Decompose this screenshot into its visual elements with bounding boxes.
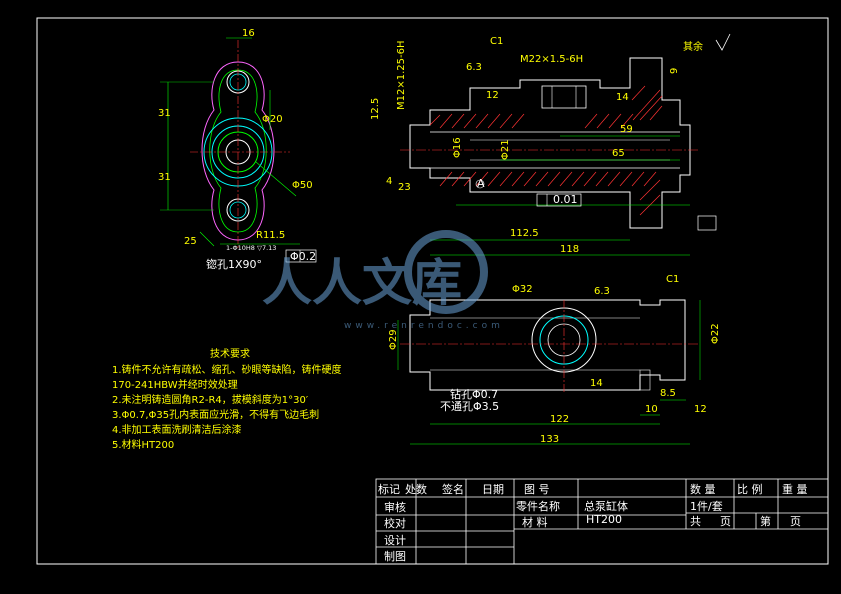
dim-85: 8.5 xyxy=(660,388,676,399)
dim-23: 23 xyxy=(398,182,411,193)
rough-63-bottom: 6.3 xyxy=(594,286,610,297)
tech-req-2: 2.未注明铸造圆角R2-R4，拔模斜度为1°30′ xyxy=(112,393,309,406)
tb-sheet: 第 xyxy=(760,514,771,528)
roughness-rest: 其余 xyxy=(683,40,703,53)
dim-14-top: 14 xyxy=(616,92,629,103)
tb-review: 审核 xyxy=(384,500,406,514)
tb-material-label: 材 料 xyxy=(522,515,548,529)
dim-10: 10 xyxy=(645,404,658,415)
tb-material: HT200 xyxy=(586,513,622,526)
tech-req-3: 3.Φ0.7,Φ35孔内表面应光滑，不得有飞边毛刺 xyxy=(112,408,319,421)
dim-d16: Φ16 xyxy=(452,137,463,158)
tb-scale-label: 比 例 xyxy=(737,482,763,496)
hole-drill: 钻孔Φ0.7 xyxy=(450,387,498,401)
countersink-note: 锪孔1X90° xyxy=(206,258,262,271)
tb-draw: 制图 xyxy=(384,550,406,563)
watermark-text: 人人文库 xyxy=(262,254,462,312)
dim-133: 133 xyxy=(540,434,559,445)
dim-r11: R11.5 xyxy=(256,230,285,241)
dim-31b: 31 xyxy=(158,172,171,183)
dim-m22: M22×1.5-6H xyxy=(520,54,583,65)
tb-weight-label: 重 量 xyxy=(782,482,808,496)
tb-part-name: 总泵缸体 xyxy=(584,499,628,513)
tb-proof: 校对 xyxy=(384,516,406,530)
dim-m12: M12×1.25-6H xyxy=(396,41,407,111)
tb-count: 处数 xyxy=(405,483,427,496)
rough-125: 12.5 xyxy=(370,98,381,120)
tech-req-4: 4.非加工表面洗刷清洁后涂漆 xyxy=(112,423,242,436)
dim-12-top: 12 xyxy=(486,90,499,101)
hole-note: 1-Φ10H8 ▽7.13 xyxy=(226,244,276,252)
tb-mark: 标记 xyxy=(378,482,400,496)
dim-112: 112.5 xyxy=(510,228,539,239)
dim-16-left: 16 xyxy=(242,28,255,39)
tech-req-5: 5.材料HT200 xyxy=(112,438,174,451)
dim-59: 59 xyxy=(620,124,633,135)
left-view xyxy=(160,37,317,263)
pos-tol: Φ0.2 xyxy=(290,250,316,263)
tb-qty-label: 数 量 xyxy=(690,483,716,496)
dim-31a: 31 xyxy=(158,108,171,119)
dim-d32: Φ32 xyxy=(512,284,533,295)
tb-date: 日期 xyxy=(482,483,504,496)
tb-qty-value: 1件/套 xyxy=(690,500,723,513)
section-view xyxy=(400,57,717,256)
dim-14-bottom: 14 xyxy=(590,378,603,389)
dim-d22: Φ22 xyxy=(710,323,721,344)
dim-d21: Φ21 xyxy=(500,139,511,160)
datum-a: A xyxy=(477,177,485,190)
tb-sign: 签名 xyxy=(442,482,464,496)
tb-sheet-page: 页 xyxy=(790,515,801,528)
dim-d20: Φ20 xyxy=(262,114,283,125)
tb-page: 页 xyxy=(720,515,731,528)
dim-d29: Φ29 xyxy=(388,329,399,350)
title-block xyxy=(375,478,829,565)
watermark-url: www.renrendoc.com xyxy=(344,321,504,331)
dim-122: 122 xyxy=(550,414,569,425)
dim-d50: Φ50 xyxy=(292,180,313,191)
dim-118: 118 xyxy=(560,244,579,255)
tech-req-1b: 170-241HBW并经时效处理 xyxy=(112,378,238,391)
dim-25: 25 xyxy=(184,236,197,247)
tech-req-heading: 技术要求 xyxy=(210,347,250,360)
tech-req-1: 1.铸件不允许有疏松、缩孔、砂眼等缺陷，铸件硬度 xyxy=(112,363,342,376)
dim-65: 65 xyxy=(612,148,625,159)
rough-9: 9 xyxy=(669,68,680,74)
tol-001: 0.01 xyxy=(553,193,578,206)
tb-drawing-no: 图 号 xyxy=(524,483,550,496)
roughness-symbol-icon xyxy=(715,33,731,51)
top-view xyxy=(397,299,701,445)
dim-c1-bottom: C1 xyxy=(666,274,679,285)
hole-blind: 不通孔Φ3.5 xyxy=(440,400,499,413)
watermark: 人人文库 www.renrendoc.com xyxy=(262,230,504,331)
tb-total: 共 xyxy=(690,515,701,528)
tb-part-name-label: 零件名称 xyxy=(516,499,560,513)
rough-63-top: 6.3 xyxy=(466,62,482,73)
dim-4: 4 xyxy=(386,176,392,187)
dim-c1-top: C1 xyxy=(490,36,503,47)
tb-design: 设计 xyxy=(384,534,406,547)
dim-12-bottom: 12 xyxy=(694,404,707,415)
